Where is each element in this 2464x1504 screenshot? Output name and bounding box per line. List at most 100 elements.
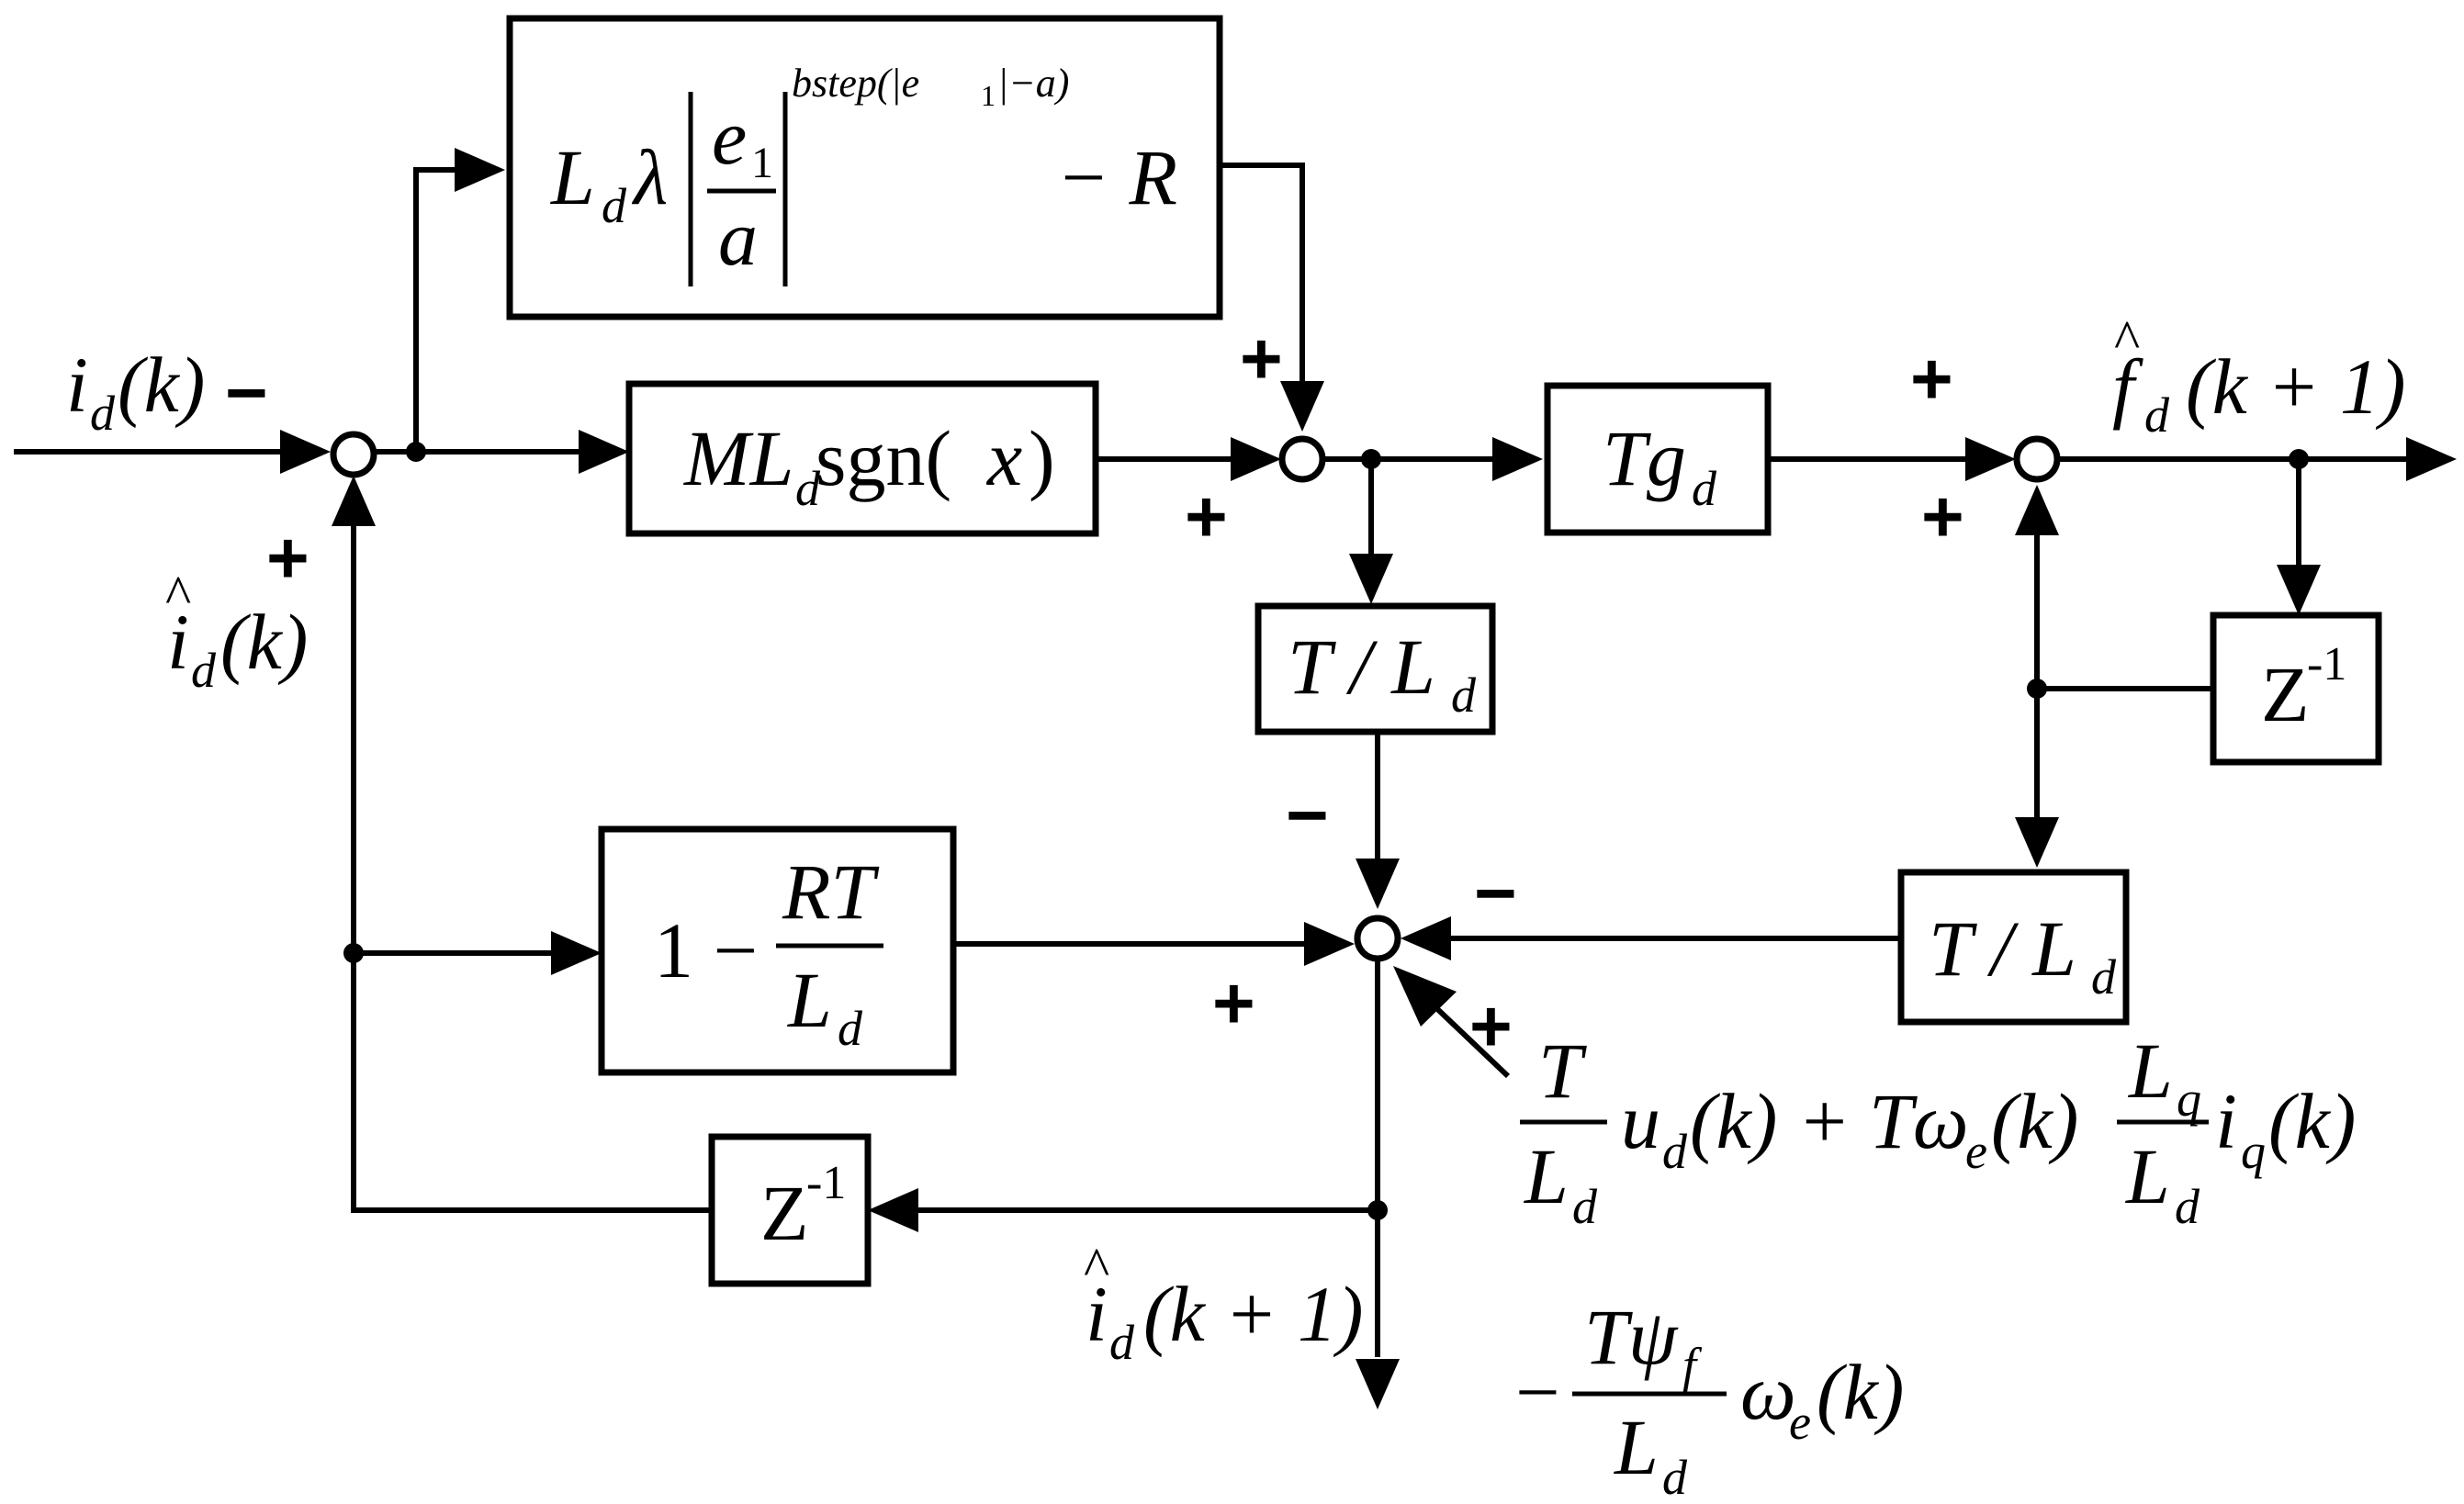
id-hat-k1-sub: d xyxy=(1109,1315,1135,1370)
sign-id-hat-in: + xyxy=(266,517,309,599)
dist-minus: − xyxy=(1515,1348,1560,1436)
adaptive-gain-block xyxy=(506,15,1223,320)
tg-text: Tg xyxy=(1603,414,1686,502)
summing-junction-1 xyxy=(330,431,377,478)
t-ld-mid-block xyxy=(1255,602,1496,735)
sign-s4-left: + xyxy=(1212,962,1255,1044)
frac-e-sub: 1 xyxy=(751,139,773,187)
arrow-into-adaptive xyxy=(455,148,505,192)
summing-junction-4 xyxy=(1354,915,1401,962)
arrow-into-zinv-bottom xyxy=(868,1188,918,1232)
dist-Tpsi: Tψ xyxy=(1584,1293,1679,1381)
wires xyxy=(14,163,2406,1357)
label-id-k: i d (k) xyxy=(66,341,205,441)
dist-T: T xyxy=(1538,1027,1587,1115)
wire-branch-adaptive xyxy=(413,167,464,452)
z-inv-right-z: Z xyxy=(2261,650,2310,738)
t-ld-right-label: T / L d xyxy=(1929,904,2117,1005)
adaptive-gain-expression: L d λ e 1 a bstep(|e 1 |−a) − R xyxy=(549,61,1177,286)
arrow-into-sgn xyxy=(579,430,629,474)
id-hat-k-sub: d xyxy=(191,643,217,698)
dist-arg4: (k) xyxy=(1817,1348,1904,1436)
sgn-x: x xyxy=(985,414,1022,502)
t-ld-mid-text: T / L xyxy=(1288,623,1435,711)
id-hat-k1-i: i xyxy=(1086,1270,1108,1358)
dist-iq-sub: q xyxy=(2241,1124,2266,1179)
wire-feedback xyxy=(351,522,712,1213)
arrow-into-tld-mid xyxy=(1349,554,1393,604)
id-hat-k1-arg: (k + 1) xyxy=(1143,1270,1363,1358)
minus-r: − R xyxy=(1056,133,1177,221)
sign-s4-top: − xyxy=(1286,774,1329,856)
wire-adaptive-out xyxy=(1220,163,1305,390)
frac-a: a xyxy=(718,194,758,282)
t-ld-right-block xyxy=(1897,869,2130,1026)
dist-u: u xyxy=(1621,1077,1660,1165)
arrow-output xyxy=(2406,437,2457,481)
frac-e: e xyxy=(712,93,747,181)
adaptive-L: L xyxy=(549,133,595,221)
arrow-output-down xyxy=(1356,1359,1400,1409)
arrow-into-one-minus xyxy=(551,931,602,975)
exponent-tail: |−a) xyxy=(997,61,1069,106)
label-fd-hat: f ^ d (k + 1) xyxy=(2112,309,2405,443)
id-hat-k-arg: (k) xyxy=(220,598,308,686)
sign-s2-top: + xyxy=(1240,318,1283,399)
dist-L3-sub: d xyxy=(1662,1450,1688,1504)
z-inv-right-block xyxy=(2210,612,2382,766)
arrow-into-j1-bottom xyxy=(332,476,376,526)
dist-arg1: (k) + xyxy=(1690,1077,1851,1165)
one-minus-RT: RT xyxy=(782,847,880,936)
fd-hat-hat: ^ xyxy=(2114,309,2140,370)
sgn-block xyxy=(625,380,1099,537)
summing-junction-3 xyxy=(2013,435,2061,483)
sgn-ML-sub: d xyxy=(795,461,821,516)
exponent-sub: 1 xyxy=(981,79,996,112)
z-inv-right-exp: -1 xyxy=(2307,638,2346,690)
branch-dot-s2 xyxy=(1361,449,1381,469)
branch-dots xyxy=(343,442,2309,1220)
dist-u-sub: d xyxy=(1662,1124,1688,1179)
fd-hat-arg: (k + 1) xyxy=(2186,342,2405,431)
sgn-close: ) xyxy=(1029,414,1055,502)
dist-Lq: L xyxy=(2127,1027,2173,1115)
arrow-into-tld-right xyxy=(2015,817,2059,868)
sign-s3-top: + xyxy=(1910,338,1953,420)
dist-L-sub: d xyxy=(1572,1179,1598,1234)
dist-arg3: (k) xyxy=(2268,1077,2356,1165)
blocks xyxy=(506,15,2382,1287)
z-inv-bottom-label: Z -1 xyxy=(760,1157,846,1257)
exponent-head: bstep(|e xyxy=(792,61,919,106)
label-disturbance: T L d u d (k) + Tω e (k) L q L d i q (k)… xyxy=(1515,1027,2356,1504)
dist-L3: L xyxy=(1613,1403,1659,1491)
label-id-hat-k1: i ^ d (k + 1) xyxy=(1084,1237,1363,1370)
t-ld-mid-label: T / L d xyxy=(1288,623,1477,723)
dist-Lq-sub: q xyxy=(2177,1072,2201,1127)
id-hat-k1-hat: ^ xyxy=(1084,1237,1109,1297)
arrow-into-s3-bottom xyxy=(2015,485,2059,535)
signs: − + + + + + − + − + xyxy=(225,318,1964,1067)
summing-junctions xyxy=(330,431,2061,962)
branch-dot-adaptive xyxy=(406,442,426,462)
sgn-func: sgn( xyxy=(816,414,951,502)
z-inv-bottom-block xyxy=(708,1133,872,1287)
dist-Ld: L xyxy=(2124,1132,2170,1220)
one-minus-L: L xyxy=(786,956,832,1044)
dist-w-sub: e xyxy=(1965,1124,1987,1179)
adaptive-L-sub: d xyxy=(602,178,627,233)
z-inv-right-label: Z -1 xyxy=(2261,638,2346,738)
dist-w2-sub: e xyxy=(1789,1395,1811,1450)
arrowheads xyxy=(280,148,2457,1409)
dist-L: L xyxy=(1523,1132,1569,1220)
sgn-block-label: ML d sgn( x ) xyxy=(682,414,1055,516)
fd-hat-sub: d xyxy=(2144,387,2170,443)
z-inv-bottom-z: Z xyxy=(760,1169,809,1257)
arrow-into-j1 xyxy=(280,430,331,474)
arrow-into-s4-diag xyxy=(1393,966,1457,1027)
label-id-hat-k: i ^ d (k) xyxy=(165,565,308,698)
branch-dot-s4-out xyxy=(1367,1200,1388,1220)
one-minus-L-sub: d xyxy=(838,1001,863,1056)
id-hat-k-i: i xyxy=(167,598,189,686)
sign-s4-diag: + xyxy=(1469,985,1513,1067)
